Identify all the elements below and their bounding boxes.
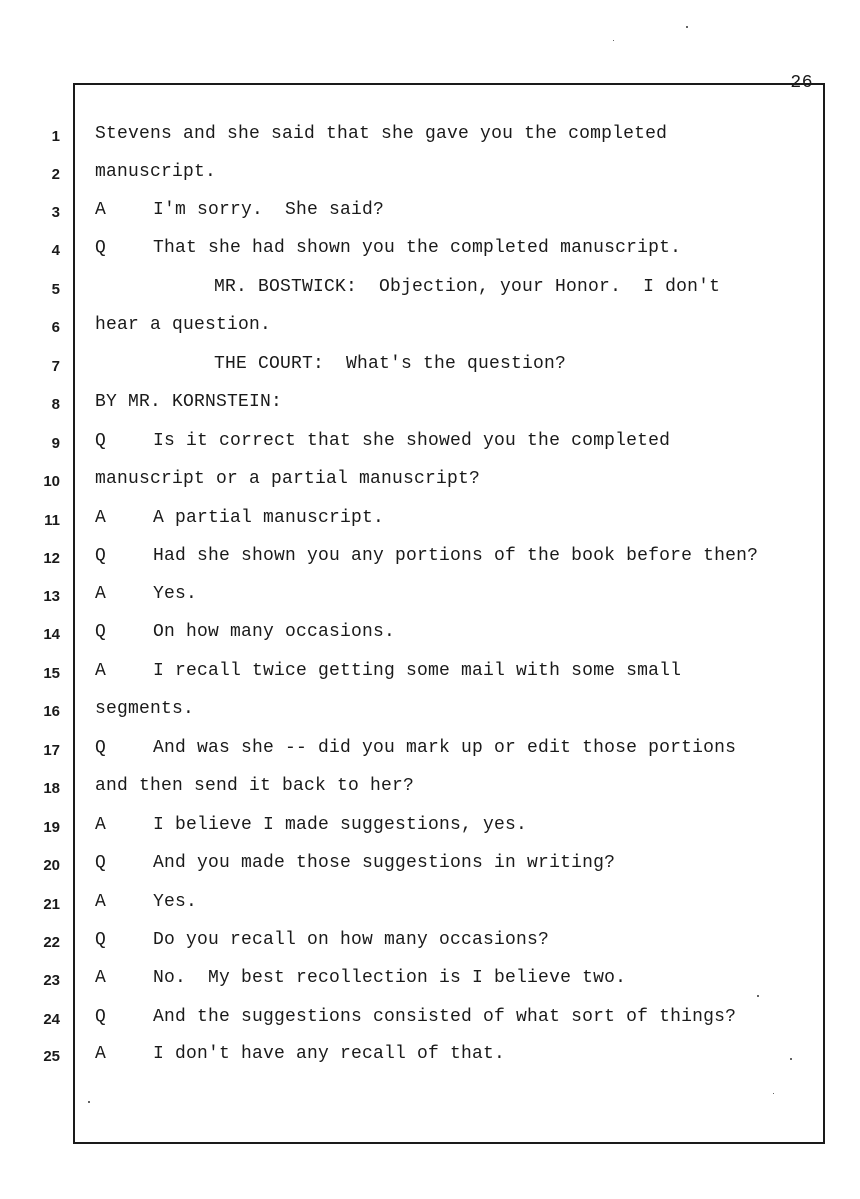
line-number: 6 xyxy=(51,319,60,336)
page-number: 26 xyxy=(790,73,813,93)
transcript-line: 13 A Yes. xyxy=(0,584,860,614)
line-number: 17 xyxy=(43,742,60,759)
line-number: 5 xyxy=(51,281,60,298)
line-text: On how many occasions. xyxy=(153,622,396,642)
line-number: 24 xyxy=(43,1011,60,1028)
transcript-line: 6 hear a question. xyxy=(0,315,860,345)
line-number: 8 xyxy=(51,396,60,413)
line-number: 7 xyxy=(51,358,60,375)
transcript-line: 1 Stevens and she said that she gave you… xyxy=(0,124,860,154)
line-text: manuscript or a partial manuscript? xyxy=(95,469,481,489)
line-number: 10 xyxy=(43,473,60,490)
speaker-label: A xyxy=(95,1044,106,1064)
line-text: Is it correct that she showed you the co… xyxy=(153,431,671,451)
line-text: And you made those suggestions in writin… xyxy=(153,853,616,873)
line-text: I don't have any recall of that. xyxy=(153,1044,506,1064)
line-text: BY MR. KORNSTEIN: xyxy=(95,392,283,412)
line-number: 12 xyxy=(43,550,60,567)
transcript-line: 18 and then send it back to her? xyxy=(0,776,860,806)
line-text: Stevens and she said that she gave you t… xyxy=(95,124,668,144)
line-number: 23 xyxy=(43,972,60,989)
line-text: I recall twice getting some mail with so… xyxy=(153,661,682,681)
scan-speck xyxy=(88,1101,90,1103)
line-text: No. My best recollection is I believe tw… xyxy=(153,968,627,988)
scan-speck xyxy=(790,1058,792,1060)
transcript-line: 7 THE COURT: What's the question? xyxy=(0,354,860,384)
speaker-label: A xyxy=(95,661,106,681)
line-text: That she had shown you the completed man… xyxy=(153,238,682,258)
scan-speck xyxy=(686,26,688,28)
transcript-line: 11 A A partial manuscript. xyxy=(0,508,860,538)
line-number: 2 xyxy=(51,166,60,183)
speaker-label: A xyxy=(95,508,106,528)
speaker-label: Q xyxy=(95,238,106,258)
transcript-line: 15 A I recall twice getting some mail wi… xyxy=(0,661,860,691)
line-text: and then send it back to her? xyxy=(95,776,415,796)
speaker-label: A xyxy=(95,892,106,912)
scan-speck xyxy=(613,40,614,41)
transcript-line: 12 Q Had she shown you any portions of t… xyxy=(0,546,860,576)
speaker-label: A xyxy=(95,815,106,835)
line-number: 3 xyxy=(51,204,60,221)
transcript-line: 4 Q That she had shown you the completed… xyxy=(0,238,860,268)
line-text: THE COURT: What's the question? xyxy=(214,354,567,374)
transcript-line: 19 A I believe I made suggestions, yes. xyxy=(0,815,860,845)
line-number: 20 xyxy=(43,857,60,874)
speaker-label: A xyxy=(95,200,106,220)
line-text: A partial manuscript. xyxy=(153,508,385,528)
transcript-line: 3 A I'm sorry. She said? xyxy=(0,200,860,230)
line-text: Yes. xyxy=(153,584,198,604)
transcript-line: 2 manuscript. xyxy=(0,162,860,192)
scan-speck xyxy=(757,995,759,997)
line-number: 16 xyxy=(43,703,60,720)
speaker-label: Q xyxy=(95,1007,106,1027)
line-text: MR. BOSTWICK: Objection, your Honor. I d… xyxy=(214,277,721,297)
speaker-label: A xyxy=(95,968,106,988)
speaker-label: Q xyxy=(95,930,106,950)
line-number: 11 xyxy=(44,512,60,529)
speaker-label: Q xyxy=(95,622,106,642)
line-text: manuscript. xyxy=(95,162,217,182)
line-number: 15 xyxy=(43,665,60,682)
transcript-line: 17 Q And was she -- did you mark up or e… xyxy=(0,738,860,768)
line-number: 14 xyxy=(43,626,60,643)
transcript-line: 21 A Yes. xyxy=(0,892,860,922)
speaker-label: Q xyxy=(95,853,106,873)
transcript-page-border xyxy=(73,83,825,1144)
line-number: 25 xyxy=(43,1048,60,1065)
line-text: Yes. xyxy=(153,892,198,912)
line-text: And the suggestions consisted of what so… xyxy=(153,1007,737,1027)
line-text: hear a question. xyxy=(95,315,272,335)
transcript-line: 20 Q And you made those suggestions in w… xyxy=(0,853,860,883)
line-number: 22 xyxy=(43,934,60,951)
transcript-line: 25 A I don't have any recall of that. xyxy=(0,1044,860,1074)
transcript-line: 5 MR. BOSTWICK: Objection, your Honor. I… xyxy=(0,277,860,307)
line-text: And was she -- did you mark up or edit t… xyxy=(153,738,737,758)
line-text: Do you recall on how many occasions? xyxy=(153,930,550,950)
transcript-line: 24 Q And the suggestions consisted of wh… xyxy=(0,1007,860,1037)
line-number: 4 xyxy=(51,242,60,259)
line-number: 18 xyxy=(43,780,60,797)
transcript-line: 8 BY MR. KORNSTEIN: xyxy=(0,392,860,422)
transcript-line: 22 Q Do you recall on how many occasions… xyxy=(0,930,860,960)
transcript-line: 10 manuscript or a partial manuscript? xyxy=(0,469,860,499)
scan-speck xyxy=(773,1093,774,1094)
line-number: 1 xyxy=(51,128,60,145)
line-number: 21 xyxy=(43,896,60,913)
transcript-line: 14 Q On how many occasions. xyxy=(0,622,860,652)
speaker-label: Q xyxy=(95,546,106,566)
speaker-label: Q xyxy=(95,738,106,758)
line-text: I believe I made suggestions, yes. xyxy=(153,815,528,835)
transcript-line: 23 A No. My best recollection is I belie… xyxy=(0,968,860,998)
line-number: 13 xyxy=(43,588,60,605)
transcript-line: 16 segments. xyxy=(0,699,860,729)
line-number: 19 xyxy=(43,819,60,836)
transcript-line: 9 Q Is it correct that she showed you th… xyxy=(0,431,860,461)
line-number: 9 xyxy=(51,435,60,452)
line-text: Had she shown you any portions of the bo… xyxy=(153,546,759,566)
line-text: I'm sorry. She said? xyxy=(153,200,385,220)
speaker-label: A xyxy=(95,584,106,604)
line-text: segments. xyxy=(95,699,195,719)
speaker-label: Q xyxy=(95,431,106,451)
